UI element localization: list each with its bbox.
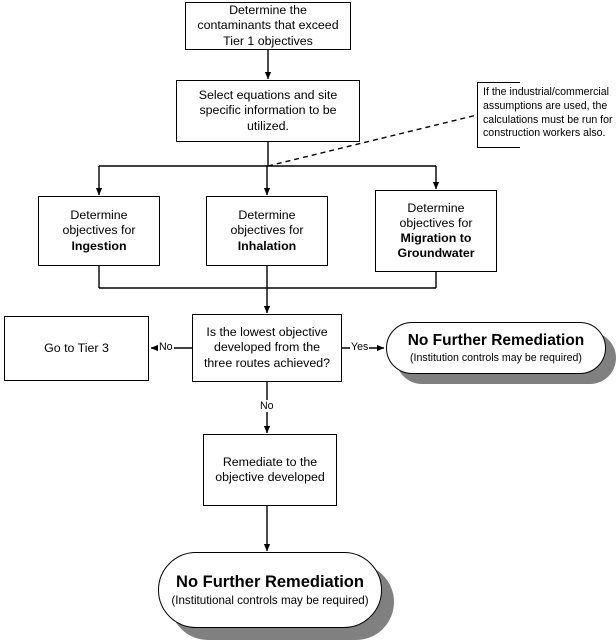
- terminator-subtitle: (Institutional controls may be required): [171, 594, 369, 607]
- terminator-title: No Further Remediation: [407, 332, 585, 349]
- note-industrial-commercial-assumptions[interactable]: If the industrial/commercial assumptions…: [477, 81, 616, 149]
- edge-label-yes-right: Yes: [350, 341, 370, 353]
- node-line-emphasis: Ingestion: [71, 238, 127, 253]
- node-line: utilized.: [246, 118, 289, 133]
- node-determine-contaminants[interactable]: Determine the contaminants that exceed T…: [185, 2, 351, 50]
- node-line: objectives for: [62, 223, 136, 238]
- node-line-emphasis: Inhalation: [237, 238, 297, 253]
- node-go-to-tier-3[interactable]: Go to Tier 3: [4, 316, 149, 381]
- node-line: Is the lowest objective: [206, 325, 328, 340]
- node-line: Remediate to the: [222, 454, 318, 469]
- node-line: Go to Tier 3: [44, 340, 109, 355]
- node-line: Determine: [407, 200, 465, 215]
- node-select-equations[interactable]: Select equations and site specific infor…: [176, 80, 360, 142]
- node-line: developed from the: [213, 340, 321, 355]
- terminator-title: No Further Remediation: [176, 573, 364, 591]
- node-determine-objectives-migration-to-groundwater[interactable]: Determine objectives for Migration to Gr…: [375, 190, 497, 272]
- note-line: construction workers also.: [483, 127, 606, 140]
- node-no-further-remediation-right[interactable]: No Further Remediation (Institution cont…: [386, 322, 606, 374]
- node-line: Determine: [238, 208, 296, 223]
- note-line: calculations must be run for: [483, 113, 613, 126]
- node-remediate-to-objective-developed[interactable]: Remediate to the objective developed: [203, 434, 337, 506]
- node-line: Determine: [70, 208, 128, 223]
- node-line: Select equations and site: [198, 88, 338, 103]
- node-line-emphasis: Migration to: [400, 231, 472, 245]
- node-decision-lowest-objective-achieved[interactable]: Is the lowest objective developed from t…: [192, 314, 342, 382]
- node-line: specific information to be: [199, 103, 337, 118]
- node-line: contaminants that exceed: [197, 18, 339, 33]
- node-line-emphasis: Groundwater: [397, 246, 475, 261]
- node-determine-objectives-ingestion[interactable]: Determine objectives for Ingestion: [38, 196, 160, 266]
- note-line: If the industrial/commercial: [483, 86, 609, 98]
- note-line: assumptions are used, the: [483, 99, 608, 112]
- node-line: Tier 1 objectives: [223, 33, 313, 48]
- node-line: Determine the: [229, 3, 307, 18]
- edge-label-no-left: No: [158, 341, 174, 353]
- node-line: three routes achieved?: [203, 355, 331, 370]
- terminator-subtitle: (Institution controls may be required): [410, 352, 582, 364]
- edge-label-no-down: No: [259, 400, 275, 412]
- node-no-further-remediation-bottom[interactable]: No Further Remediation (Institutional co…: [158, 552, 382, 628]
- node-determine-objectives-inhalation[interactable]: Determine objectives for Inhalation: [206, 196, 328, 266]
- node-line: objectives for: [399, 215, 473, 230]
- node-line: objectives for: [230, 223, 304, 238]
- node-line: objective developed: [215, 470, 325, 484]
